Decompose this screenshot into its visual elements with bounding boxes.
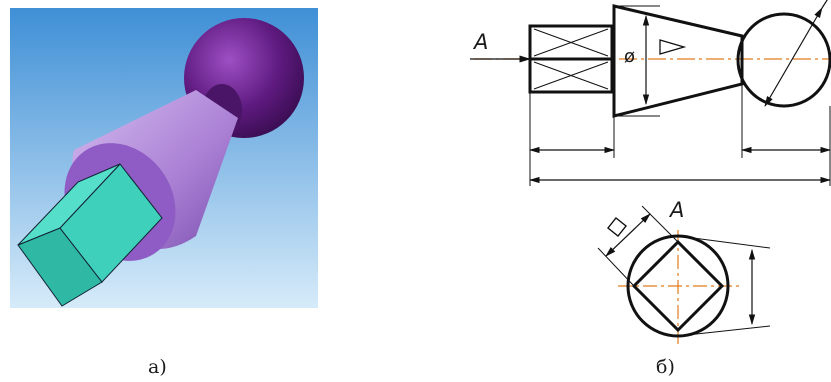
sphere-outline (736, 12, 831, 108)
square-size-ext-1 (597, 247, 635, 287)
caption-right: б) (656, 356, 675, 378)
square-flat-marks (533, 28, 609, 90)
diameter-symbol: ø (624, 46, 636, 67)
view-letter: A (474, 30, 489, 54)
sphere-diameter-line (764, 7, 823, 107)
section-letter: A (670, 198, 685, 222)
cube-top-3d (17, 163, 121, 246)
square-size-symbol (607, 217, 627, 237)
taper-symbol (659, 39, 687, 55)
section-square (631, 239, 725, 333)
square-size-ext-2 (641, 205, 679, 243)
square-size-dim (605, 213, 651, 257)
section-ext-bottom (677, 325, 771, 337)
section-ext-top (677, 235, 771, 249)
caption-left: а) (148, 356, 167, 378)
sphere-leader (821, 0, 828, 9)
